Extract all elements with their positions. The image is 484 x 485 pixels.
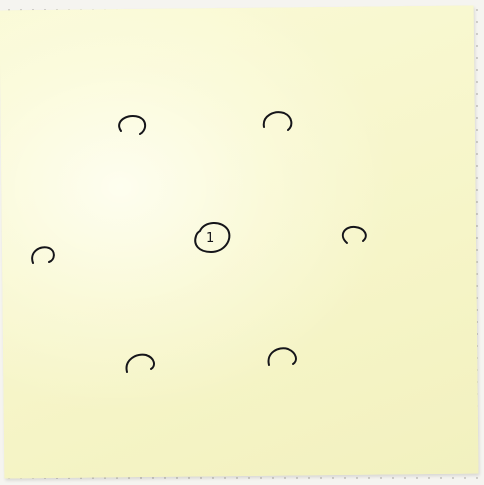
ring-node-5 bbox=[127, 355, 154, 372]
ring-node-4 bbox=[343, 227, 366, 243]
ring-node-1 bbox=[119, 116, 145, 134]
center-node-label: 1 bbox=[206, 231, 214, 246]
ring-node-2 bbox=[264, 112, 292, 130]
ring-node-3 bbox=[32, 247, 54, 263]
ring-node-6 bbox=[269, 348, 296, 365]
